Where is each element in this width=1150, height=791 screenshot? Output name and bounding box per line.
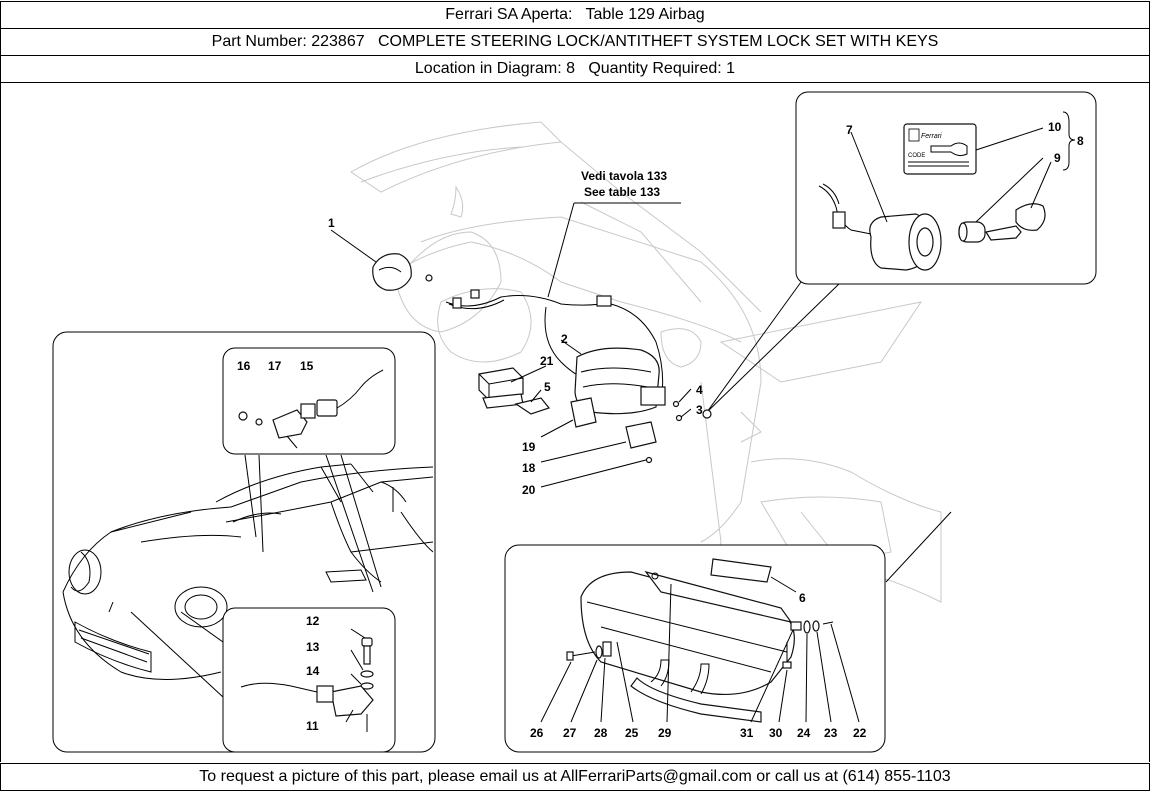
- parts-diagram: Ferrari CODE: [0, 82, 1150, 762]
- inset-airbag-detail: [504, 544, 886, 753]
- keycard-brand: Ferrari: [921, 133, 942, 140]
- ref-table-line1: Vedi tavola 133: [581, 169, 667, 183]
- callout-9: 9: [1054, 151, 1061, 165]
- callout-17: 17: [268, 359, 282, 373]
- callout-3: 3: [696, 403, 703, 417]
- callout-15: 15: [300, 359, 314, 373]
- callout-13: 13: [306, 640, 320, 654]
- callout-19: 19: [522, 440, 536, 454]
- callout-16: 16: [237, 359, 251, 373]
- callout-line-lock-2: [706, 281, 802, 413]
- callout-29: 29: [658, 726, 672, 740]
- location-row: Location in Diagram: 8 Quantity Required…: [0, 55, 1150, 83]
- callout-21: 21: [540, 354, 554, 368]
- brackets: [514, 388, 692, 488]
- callout-31: 31: [740, 726, 754, 740]
- callout-26: 26: [530, 726, 544, 740]
- callout-11: 11: [306, 719, 319, 733]
- callout-27: 27: [563, 726, 577, 740]
- callout-line-lock: [706, 281, 842, 413]
- diagram-svg: Ferrari CODE: [52, 91, 1097, 753]
- callout-18: 18: [522, 461, 536, 475]
- callout-10: 10: [1048, 120, 1062, 134]
- callout-22: 22: [853, 726, 867, 740]
- lock-location-marker: [702, 409, 712, 419]
- passenger-airbag-module: [560, 339, 666, 415]
- inset-lock-set: Ferrari CODE: [795, 91, 1097, 285]
- callout-12: 12: [306, 614, 320, 628]
- inset-sensor-bottom: [222, 607, 396, 753]
- part-number-row: Part Number: 223867 COMPLETE STEERING LO…: [0, 28, 1150, 55]
- callout-25: 25: [625, 726, 639, 740]
- callout-8: 8: [1077, 134, 1084, 148]
- callout-6: 6: [799, 591, 806, 605]
- footer-contact: To request a picture of this part, pleas…: [0, 763, 1150, 791]
- keycard-code: CODE: [908, 153, 925, 159]
- control-module-21: [478, 365, 547, 409]
- callout-7: 7: [846, 123, 853, 137]
- callout-28: 28: [594, 726, 608, 740]
- callout-1: 1: [328, 216, 335, 230]
- callout-30: 30: [769, 726, 783, 740]
- callout-14: 14: [306, 664, 320, 678]
- callout-line-airbag: [885, 511, 952, 583]
- callout-23: 23: [824, 726, 838, 740]
- inset-sensor-top: [222, 347, 396, 455]
- callout-2: 2: [561, 332, 568, 346]
- callout-24: 24: [797, 726, 811, 740]
- page-title: Ferrari SA Aperta: Table 129 Airbag: [0, 1, 1150, 28]
- callout-5: 5: [544, 380, 551, 394]
- callout-4: 4: [696, 383, 703, 397]
- steering-airbag-part: [330, 229, 433, 291]
- callout-20: 20: [522, 483, 536, 497]
- ref-table-line2: See table 133: [584, 185, 660, 199]
